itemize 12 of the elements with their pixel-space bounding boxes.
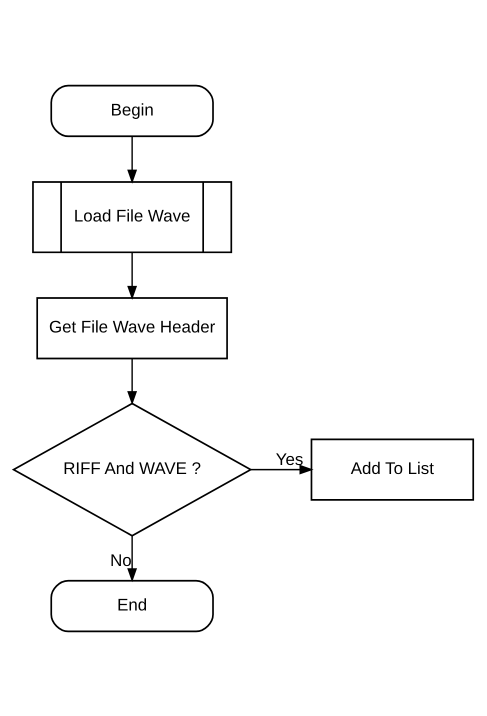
arrow	[127, 136, 138, 184]
node-box: Begin	[50, 84, 214, 137]
node-diamond: RIFF And WAVE ?	[12, 402, 252, 536]
arrow	[127, 535, 138, 582]
node-box: Add To List	[310, 438, 474, 500]
node-box: Get File Wave Header	[36, 296, 228, 359]
edge-label: Yes	[276, 449, 304, 468]
arrow	[127, 252, 138, 300]
arrow	[127, 358, 138, 405]
edge-label: No	[110, 550, 132, 570]
arrow	[250, 464, 314, 474]
node-box: End	[50, 579, 214, 632]
